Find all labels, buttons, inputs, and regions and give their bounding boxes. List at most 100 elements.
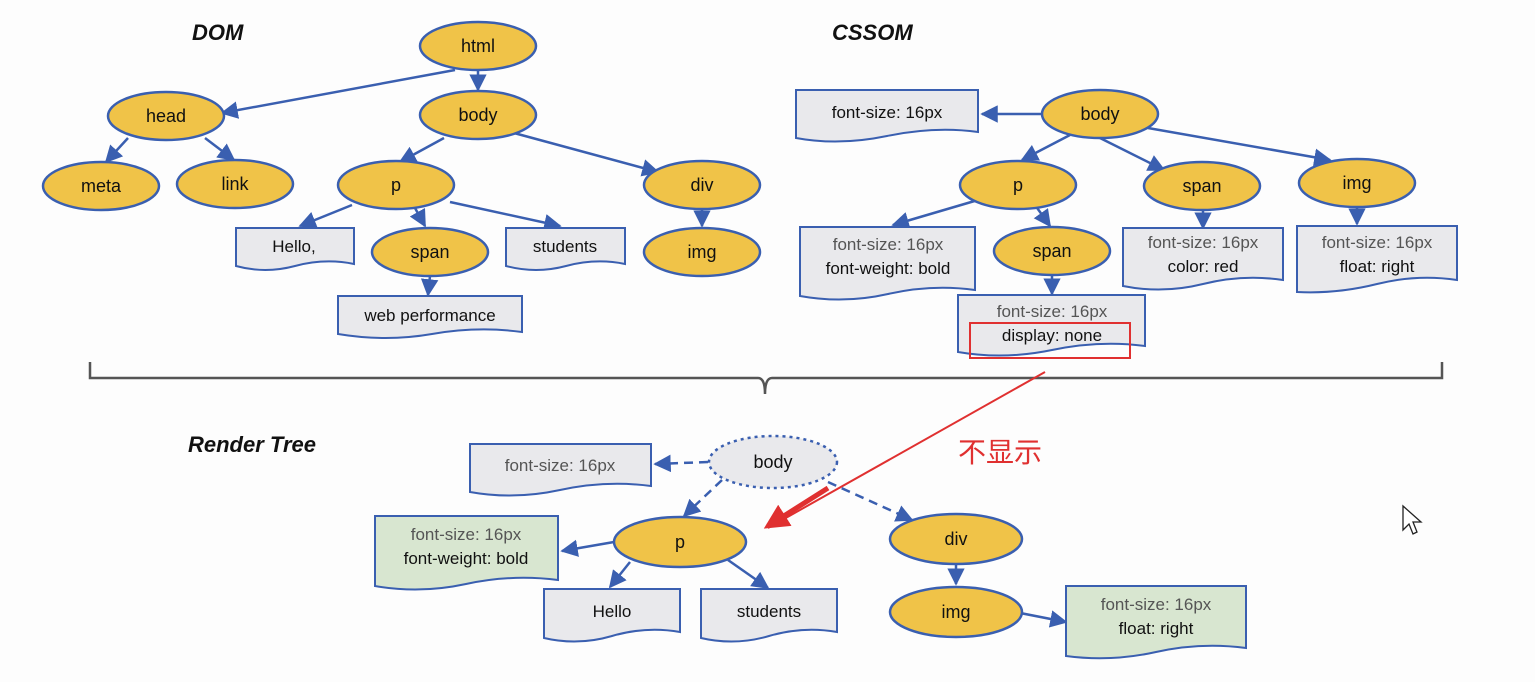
- dom-text-web-performance-label: web performance: [363, 306, 495, 325]
- annotation-text: 不显示: [958, 436, 1042, 469]
- edge-body-p: [398, 136, 445, 164]
- cssom-style-p: font-size: 16px font-weight: bold: [799, 226, 976, 301]
- cssom-node-span-label: span: [1182, 176, 1221, 196]
- render-text-hello-label: Hello: [593, 602, 632, 621]
- render-text-students: students: [700, 588, 838, 643]
- cssom-node-img: img: [1297, 157, 1417, 209]
- render-text-hello: Hello: [543, 588, 681, 643]
- dom-text-web-performance: web performance: [337, 295, 523, 339]
- edge-render-p-style: [560, 539, 615, 557]
- dom-title: DOM: [192, 20, 244, 45]
- cssom-style-span-child-line1: font-size: 16px: [997, 302, 1108, 321]
- render-edges: [560, 454, 1068, 628]
- edge-cssom-body-p: [1020, 133, 1071, 162]
- render-node-div-label: div: [944, 529, 967, 549]
- render-node-img: img: [888, 585, 1024, 639]
- cssom-style-span-line2: color: red: [1168, 257, 1239, 276]
- render-node-p-label: p: [675, 532, 685, 552]
- render-style-img-line2: float: right: [1119, 619, 1194, 638]
- merge-brace: [88, 362, 1444, 395]
- dom-node-p: p: [336, 159, 456, 211]
- render-style-p: font-size: 16px font-weight: bold: [374, 515, 559, 591]
- cssom-title: CSSOM: [832, 20, 913, 45]
- render-style-img: font-size: 16px float: right: [1065, 585, 1247, 660]
- cssom-style-img-line1: font-size: 16px: [1322, 233, 1433, 252]
- edge-span-webperf: [420, 275, 439, 297]
- cssom-node-body-label: body: [1080, 104, 1119, 124]
- cssom-node-p-label: p: [1013, 175, 1023, 195]
- edge-render-body-style: [653, 454, 709, 473]
- dom-text-hello: Hello,: [235, 227, 355, 271]
- dom-text-hello-label: Hello,: [272, 237, 315, 256]
- dom-node-body: body: [418, 89, 538, 141]
- annotation-arrow-thick: [763, 485, 830, 529]
- dom-edges: [104, 68, 711, 297]
- render-tree-title: Render Tree: [188, 432, 316, 457]
- cssom-style-body-label: font-size: 16px: [832, 103, 943, 122]
- annotation-arrow: [767, 371, 1046, 529]
- edge-body-div: [513, 131, 660, 177]
- display-none-highlight: [969, 322, 1131, 359]
- edge-render-body-p: [682, 479, 723, 518]
- cssom-style-span: font-size: 16px color: red: [1122, 227, 1284, 291]
- render-node-img-label: img: [941, 602, 970, 622]
- cssom-node-span-child-label: span: [1032, 241, 1071, 261]
- edge-render-p-hello: [608, 561, 631, 589]
- dom-node-head: head: [106, 90, 226, 142]
- cssom-node-img-label: img: [1342, 173, 1371, 193]
- cssom-style-p-line2: font-weight: bold: [826, 259, 951, 278]
- render-node-body-label: body: [753, 452, 792, 472]
- dom-node-html: html: [418, 20, 538, 72]
- render-style-p-line2: font-weight: bold: [404, 549, 529, 568]
- dom-node-img: img: [642, 226, 762, 278]
- cssom-node-p: p: [958, 159, 1078, 211]
- dom-node-link: link: [175, 158, 295, 210]
- cssom-style-p-line1: font-size: 16px: [833, 235, 944, 254]
- edge-p-students: [449, 200, 562, 232]
- dom-node-span: span: [370, 226, 490, 278]
- dom-node-meta-label: meta: [81, 176, 122, 196]
- edge-render-p-students: [727, 558, 770, 590]
- dom-text-students: students: [505, 227, 626, 271]
- render-node-p: p: [612, 515, 748, 569]
- dom-node-link-label: link: [221, 174, 249, 194]
- edge-cssom-body-img: [1147, 126, 1332, 166]
- render-text-students-label: students: [737, 602, 801, 621]
- cssom-style-span-line1: font-size: 16px: [1148, 233, 1259, 252]
- cssom-style-img-line2: float: right: [1340, 257, 1415, 276]
- render-node-body: body: [707, 434, 839, 490]
- cssom-node-span: span: [1142, 160, 1262, 212]
- cssom-style-span-child-line2: display: none: [1002, 326, 1102, 345]
- edge-p-hello: [298, 203, 353, 229]
- render-style-body: font-size: 16px: [469, 443, 652, 497]
- edge-render-img-style: [1014, 610, 1068, 628]
- dom-node-meta: meta: [41, 160, 161, 212]
- dom-text-students-label: students: [533, 237, 597, 256]
- cssom-edges: [891, 105, 1366, 296]
- dom-node-p-label: p: [391, 175, 401, 195]
- edge-head-link: [204, 137, 236, 162]
- render-style-body-label: font-size: 16px: [505, 456, 616, 475]
- dom-node-html-label: html: [461, 36, 495, 56]
- cssom-style-img: font-size: 16px float: right: [1296, 225, 1458, 294]
- render-style-p-line1: font-size: 16px: [411, 525, 522, 544]
- edge-p-span: [409, 207, 427, 228]
- edge-html-head: [220, 68, 456, 119]
- dom-node-span-label: span: [410, 242, 449, 262]
- edge-render-body-div: [827, 480, 914, 522]
- render-style-img-line1: font-size: 16px: [1101, 595, 1212, 614]
- dom-node-div: div: [642, 159, 762, 211]
- edge-head-meta: [104, 137, 129, 164]
- cssom-style-span-child: font-size: 16px display: none: [957, 294, 1146, 357]
- cssom-node-span-child: span: [992, 225, 1112, 277]
- cssom-style-body: font-size: 16px: [795, 89, 979, 143]
- edge-cssom-body-span: [1099, 136, 1166, 172]
- dom-node-body-label: body: [458, 105, 497, 125]
- dom-node-div-label: div: [690, 175, 713, 195]
- edge-cssom-p-style: [891, 198, 979, 229]
- dom-node-head-label: head: [146, 106, 186, 126]
- dom-node-img-label: img: [687, 242, 716, 262]
- mouse-cursor-icon: [1402, 504, 1423, 535]
- render-node-div: div: [888, 512, 1024, 566]
